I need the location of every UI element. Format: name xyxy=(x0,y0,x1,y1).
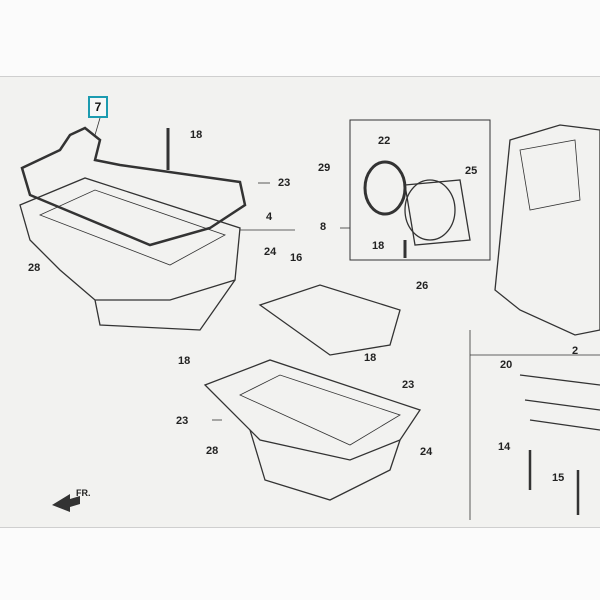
part-label-28[interactable]: 28 xyxy=(28,262,41,274)
seal-inset-box xyxy=(349,119,491,261)
diagram-screen xyxy=(0,76,600,528)
part-label-4[interactable]: 4 xyxy=(266,211,273,223)
baffle-plate xyxy=(258,284,401,356)
oil-seal xyxy=(363,160,407,216)
part-label-2[interactable]: 2 xyxy=(572,345,579,357)
front-direction-label: FR. xyxy=(76,488,91,498)
part-label-18[interactable]: 18 xyxy=(178,355,191,367)
part-label-22[interactable]: 22 xyxy=(378,135,391,147)
part-label-24[interactable]: 24 xyxy=(420,446,433,458)
part-label-23[interactable]: 23 xyxy=(402,379,415,391)
part-label-16[interactable]: 16 xyxy=(290,252,303,264)
part-label-25[interactable]: 25 xyxy=(465,165,478,177)
part-label-23[interactable]: 23 xyxy=(176,415,189,427)
part-label-26[interactable]: 26 xyxy=(416,280,429,292)
part-label-18[interactable]: 18 xyxy=(190,129,203,141)
highlighted-part-7[interactable]: 7 xyxy=(88,96,108,118)
part-label-23[interactable]: 23 xyxy=(278,177,291,189)
upper-oil-pan xyxy=(19,177,241,301)
part-label-24[interactable]: 24 xyxy=(264,246,277,258)
part-label-29[interactable]: 29 xyxy=(318,162,331,174)
cylinder-block xyxy=(494,124,600,336)
part-label-14[interactable]: 14 xyxy=(498,441,511,453)
front-arrow-icon xyxy=(52,494,80,512)
part-label-18[interactable]: 18 xyxy=(364,352,377,364)
part-label-15[interactable]: 15 xyxy=(552,472,565,484)
lower-block xyxy=(519,374,600,431)
oil-pan-gasket xyxy=(20,126,247,247)
part-label-8[interactable]: 8 xyxy=(320,221,327,233)
lower-oil-pan xyxy=(203,359,422,461)
part-label-18[interactable]: 18 xyxy=(372,240,385,252)
part-label-20[interactable]: 20 xyxy=(500,359,513,371)
part-label-28[interactable]: 28 xyxy=(206,445,219,457)
